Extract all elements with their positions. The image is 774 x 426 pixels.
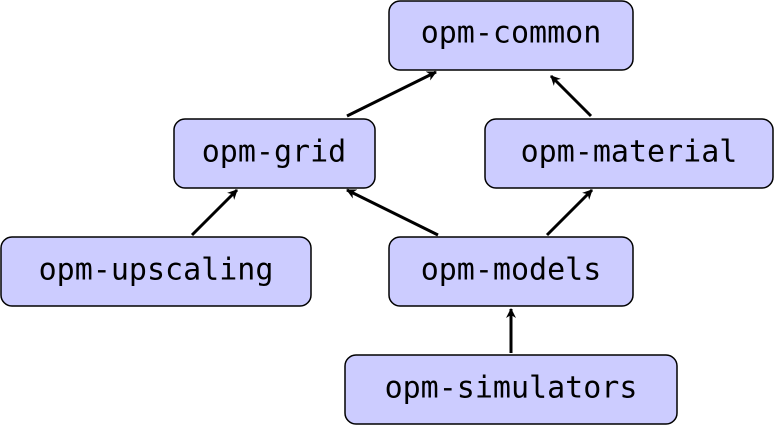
node-opm-material: opm-material	[484, 118, 774, 189]
node-label-opm-models: opm-models	[421, 253, 602, 288]
edge-grid-to-common	[346, 70, 437, 118]
edge-upscaling-to-grid	[190, 188, 239, 237]
node-opm-common: opm-common	[388, 0, 634, 71]
node-opm-grid: opm-grid	[173, 118, 376, 189]
node-label-opm-common: opm-common	[421, 16, 602, 51]
edge-material-to-common	[549, 74, 593, 118]
edge-models-to-material	[545, 188, 594, 237]
node-opm-simulators: opm-simulators	[344, 354, 678, 425]
node-label-opm-material: opm-material	[521, 135, 738, 170]
edge-models-to-grid	[346, 188, 439, 237]
node-opm-models: opm-models	[388, 236, 634, 307]
node-opm-upscaling: opm-upscaling	[0, 236, 312, 307]
node-label-opm-grid: opm-grid	[202, 135, 347, 170]
node-label-opm-simulators: opm-simulators	[385, 371, 638, 406]
node-label-opm-upscaling: opm-upscaling	[39, 253, 274, 288]
